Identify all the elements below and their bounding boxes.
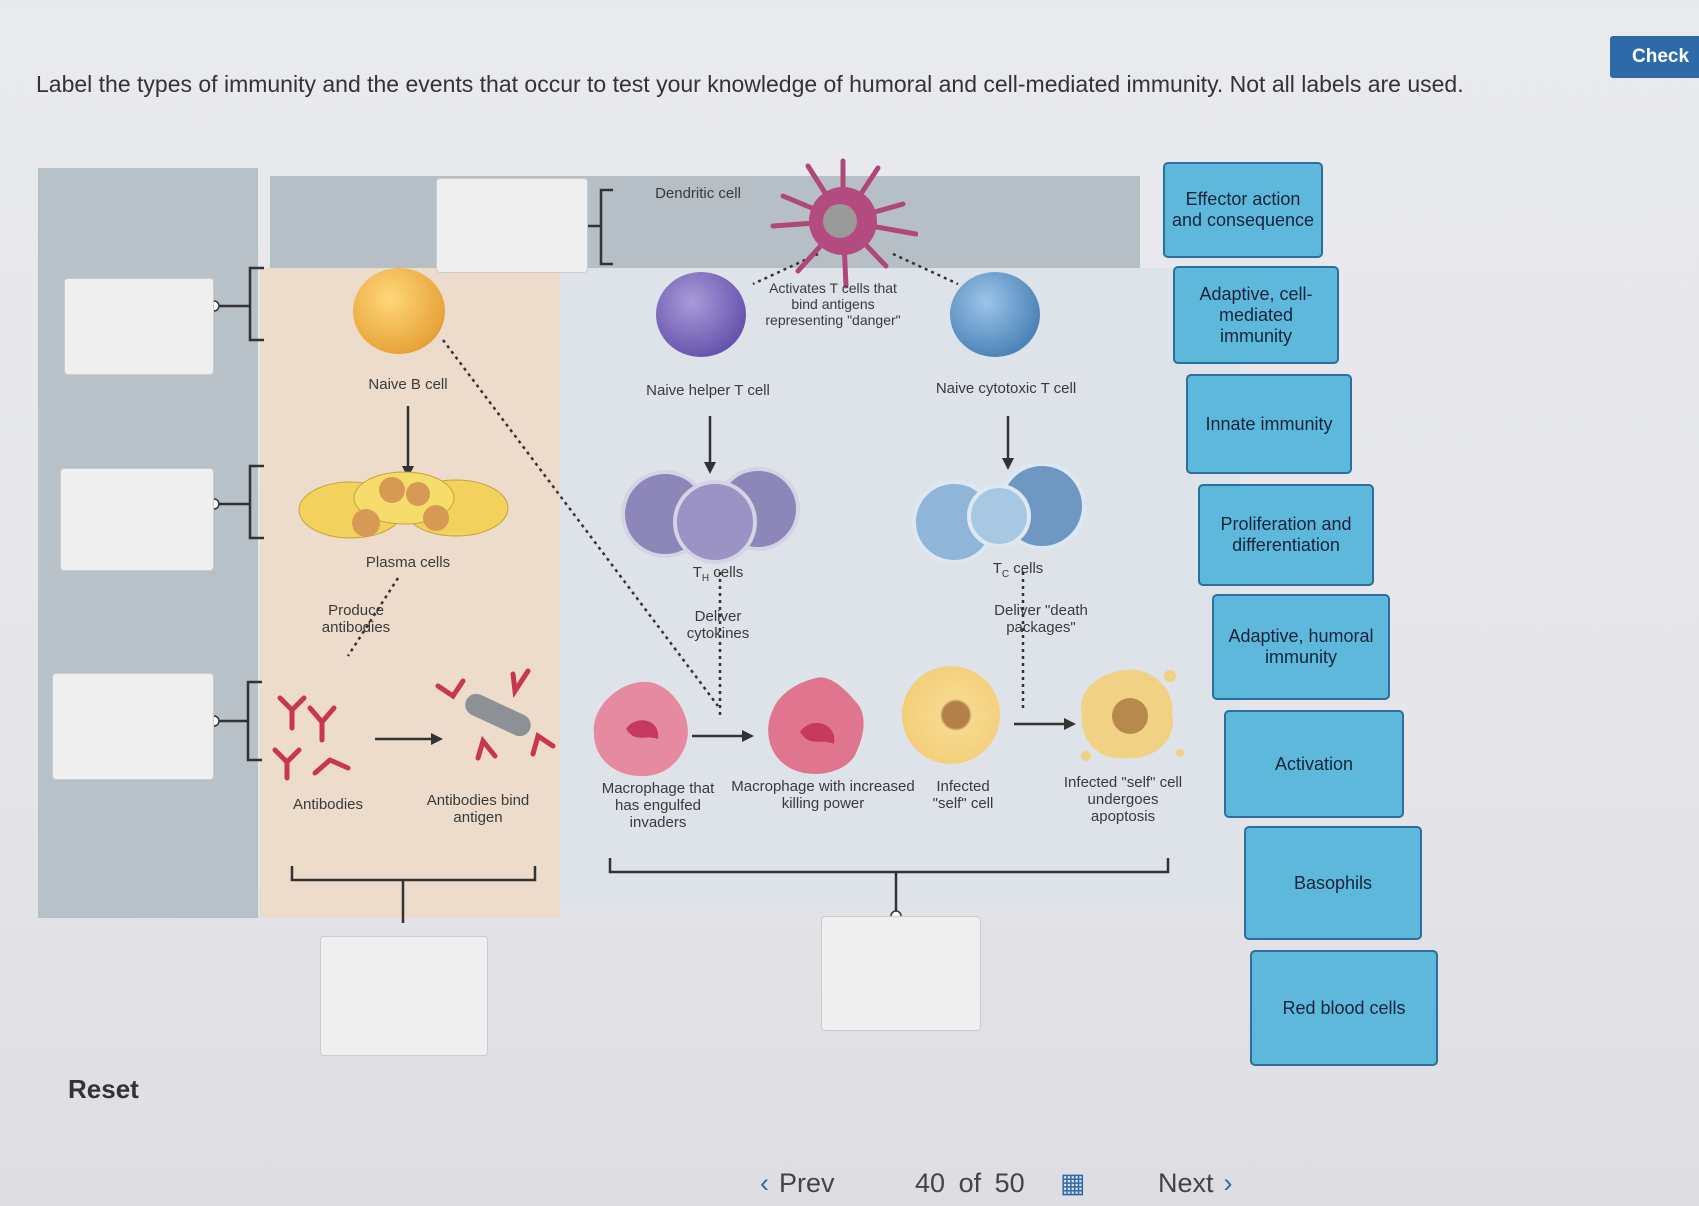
antibodies-bind-antigen-icon	[435, 668, 556, 761]
chevron-left-icon: ‹	[760, 1168, 769, 1198]
naive-helper-t-cell-label: Naive helper T cell	[646, 382, 770, 399]
label-tile-adaptive-humoral[interactable]: Adaptive, humoral immunity	[1212, 594, 1390, 700]
naive-b-cell-icon	[353, 268, 445, 354]
label-tile-red-blood-cells[interactable]: Red blood cells	[1250, 950, 1438, 1066]
label-tile-innate-immunity[interactable]: Innate immunity	[1186, 374, 1352, 474]
plasma-cells-label: Plasma cells	[365, 554, 451, 571]
label-tile-activation[interactable]: Activation	[1224, 710, 1404, 818]
infected-self-cell-label: Infected "self" cell	[932, 778, 994, 812]
tc-cells-label: TC cells	[992, 560, 1044, 580]
macrophage-killing-icon	[768, 677, 864, 774]
dendritic-cell-label: Dendritic cell	[655, 185, 741, 202]
page-of: of	[958, 1168, 982, 1198]
label-tile-basophils[interactable]: Basophils	[1244, 826, 1422, 940]
antibodies-label: Antibodies	[292, 796, 364, 813]
label-tile-effector-action[interactable]: Effector action and consequence	[1163, 162, 1323, 258]
reset-button[interactable]: Reset	[68, 1074, 139, 1104]
deliver-death-packages-label: Deliver "death packages"	[994, 602, 1088, 636]
naive-helper-t-cell-icon	[656, 272, 746, 357]
page-current: 40	[915, 1168, 946, 1198]
antibodies-bind-antigen-label: Antibodies bind antigen	[426, 792, 530, 826]
prev-button[interactable]: ‹ Prev	[760, 1168, 835, 1199]
naive-b-cell-label: Naive B cell	[368, 376, 448, 393]
macrophage-engulfed-icon	[593, 681, 688, 777]
humoral-panel	[260, 268, 560, 918]
innate-band	[270, 176, 1140, 268]
infected-self-cell-icon	[902, 666, 1000, 764]
th-cells-label: TH cells	[692, 564, 744, 584]
next-label: Next	[1158, 1168, 1214, 1198]
antibodies-icon	[272, 695, 351, 781]
drop-target-left-2[interactable]	[60, 468, 214, 571]
check-button[interactable]: Check	[1610, 36, 1699, 78]
produce-antibodies-label: Produce antibodies	[321, 602, 391, 636]
drop-target-bottom-cell-mediated[interactable]	[821, 916, 981, 1031]
page-indicator: 40 of 50	[915, 1168, 1025, 1199]
instructions-text: Label the types of immunity and the even…	[36, 71, 1464, 97]
th-cells-icon	[621, 467, 800, 564]
cell-mediated-panel	[560, 268, 1240, 908]
infected-apoptosis-label: Infected "self" cell undergoes apoptosis	[1063, 774, 1183, 825]
label-tile-adaptive-cell-mediated[interactable]: Adaptive, cell-mediated immunity	[1173, 266, 1339, 364]
dendritic-cell-icon	[770, 158, 918, 289]
label-tile-proliferation[interactable]: Proliferation and differentiation	[1198, 484, 1374, 586]
drop-target-left-1[interactable]	[64, 278, 214, 375]
naive-cytotoxic-t-cell-icon	[950, 272, 1040, 357]
macrophage-killing-label: Macrophage with increased killing power	[731, 778, 915, 812]
drop-target-top[interactable]	[436, 178, 588, 273]
grid-icon[interactable]: ▦	[1060, 1168, 1086, 1198]
naive-cytotoxic-t-cell-label: Naive cytotoxic T cell	[935, 380, 1077, 397]
macrophage-engulfed-label: Macrophage that has engulfed invaders	[601, 780, 715, 831]
next-button[interactable]: Next ›	[1158, 1168, 1233, 1199]
drop-target-left-3[interactable]	[52, 673, 214, 780]
tc-cells-icon	[912, 464, 1086, 564]
drop-target-bottom-humoral[interactable]	[320, 936, 488, 1056]
page-total: 50	[994, 1168, 1025, 1198]
activates-t-cells-label: Activates T cells that bind antigens rep…	[765, 280, 901, 328]
chevron-right-icon: ›	[1223, 1168, 1233, 1198]
prev-label: Prev	[779, 1168, 835, 1198]
apoptosis-cell-icon	[1081, 669, 1184, 761]
plasma-cells-icon	[298, 471, 509, 539]
immunity-diagram: Dendritic cell Activates T cells that bi…	[38, 158, 1240, 1056]
deliver-cytokines-label: Deliver cytokines	[686, 608, 750, 642]
